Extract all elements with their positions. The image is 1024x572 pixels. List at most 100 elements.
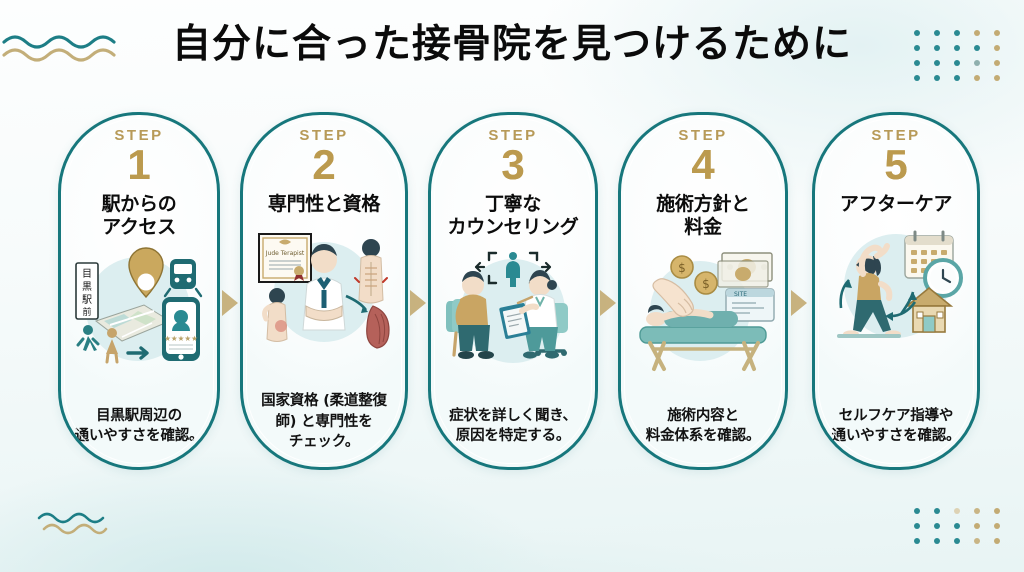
- svg-text:$: $: [678, 261, 686, 275]
- dot: [974, 523, 980, 529]
- step-title-line: アクセス: [102, 216, 176, 239]
- step-card-4[interactable]: STEP 4 施術方針と 料金 $: [618, 112, 788, 470]
- step-description-line: セルフケア指導や: [838, 407, 954, 424]
- dot: [954, 508, 960, 514]
- dot: [934, 60, 940, 66]
- dot: [914, 523, 920, 529]
- svg-text:駅: 駅: [82, 294, 92, 306]
- dot: [954, 60, 960, 66]
- wave-decoration-bottom-left: [36, 508, 108, 542]
- step-description: 症状を詳しく聞き、 原因を特定する。: [439, 406, 587, 447]
- step-number: 5: [884, 141, 908, 188]
- step-word-label: STEP: [678, 127, 728, 144]
- step-title: アフターケア: [834, 193, 958, 216]
- steps-row: STEP 1 駅からの アクセス: [0, 112, 1024, 472]
- step-title: 専門性と資格: [262, 193, 386, 216]
- sparkle-icon: [751, 115, 785, 151]
- dot: [914, 508, 920, 514]
- certificate-doctor-illustration: Jude Terapist: [251, 222, 397, 350]
- sparkle-icon: [183, 115, 217, 151]
- counseling-consultation-illustration: [440, 245, 586, 373]
- svg-text:SITE: SITE: [734, 291, 747, 298]
- dot: [974, 60, 980, 66]
- sparkle-icon: [371, 115, 405, 151]
- step-card-5[interactable]: STEP 5 アフターケア: [812, 112, 980, 470]
- step-title-line: 丁寧な: [484, 192, 542, 215]
- svg-text:★★★★★: ★★★★★: [164, 334, 198, 343]
- svg-text:黒: 黒: [82, 281, 92, 293]
- connector-arrow-4-5: [791, 290, 807, 316]
- svg-text:$: $: [702, 277, 710, 291]
- step-word-label: STEP: [488, 127, 538, 144]
- step-title-line: 専門性と資格: [267, 192, 381, 215]
- dot: [994, 508, 1000, 514]
- svg-text:前: 前: [82, 306, 91, 318]
- dot-grid-top-right: [914, 30, 1000, 81]
- step-description-line: 原因を特定する。: [455, 428, 571, 445]
- step-card-1[interactable]: STEP 1 駅からの アクセス: [58, 112, 220, 470]
- dot: [954, 75, 960, 81]
- step-description: 国家資格 (柔道整復 師) と専門性を チェック。: [251, 391, 397, 453]
- step-title-line: カウンセリング: [447, 216, 579, 239]
- dot: [974, 30, 980, 36]
- dot: [994, 75, 1000, 81]
- step-card-2[interactable]: STEP 2 専門性と資格 Jude Terapist: [240, 112, 408, 470]
- dot: [914, 45, 920, 51]
- dot: [994, 60, 1000, 66]
- step-title-line: 料金: [684, 216, 722, 239]
- step-title-line: 駅からの: [101, 192, 177, 215]
- dot: [914, 30, 920, 36]
- dot: [994, 538, 1000, 544]
- connector-arrow-3-4: [600, 290, 616, 316]
- step-description-line: 国家資格 (柔道整復: [261, 393, 387, 410]
- step-number: 3: [501, 141, 525, 188]
- dot: [954, 30, 960, 36]
- dot: [914, 75, 920, 81]
- step-number: 4: [691, 141, 715, 188]
- treatment-table-money-illustration: $ $ SITE: [630, 245, 776, 373]
- step-title: 施術方針と 料金: [650, 193, 756, 239]
- connector-arrow-2-3: [410, 290, 426, 316]
- step-description-line: 症状を詳しく聞き、: [449, 407, 577, 424]
- dot: [974, 75, 980, 81]
- dot: [934, 523, 940, 529]
- step-description-line: 師) と専門性を: [275, 413, 373, 430]
- step-card-3[interactable]: STEP 3 丁寧な カウンセリング: [428, 112, 598, 470]
- svg-text:Jude Terapist: Jude Terapist: [265, 250, 305, 257]
- step-title: 丁寧な カウンセリング: [442, 193, 585, 239]
- aftercare-stretch-calendar-illustration: [823, 222, 969, 350]
- svg-text:目: 目: [82, 269, 92, 280]
- dot: [994, 45, 1000, 51]
- step-word-label: STEP: [871, 127, 921, 144]
- dot: [934, 30, 940, 36]
- dot: [934, 538, 940, 544]
- step-title-line: アフターケア: [839, 192, 953, 215]
- step-description-line: 料金体系を確認。: [645, 428, 761, 445]
- step-description-line: チェック。: [288, 434, 360, 451]
- dot: [994, 30, 1000, 36]
- dot: [974, 45, 980, 51]
- step-word-label: STEP: [114, 127, 164, 144]
- dot: [954, 45, 960, 51]
- station-access-map-illustration: 目 黒 駅 前 ★★★★★: [66, 245, 212, 373]
- dot: [954, 523, 960, 529]
- dot: [914, 538, 920, 544]
- dot: [974, 538, 980, 544]
- step-title-line: 施術方針と: [656, 192, 750, 215]
- step-description-line: 通いやすさを確認。: [74, 428, 204, 445]
- dot: [914, 60, 920, 66]
- step-description-line: 通いやすさを確認。: [831, 428, 961, 445]
- dot: [934, 75, 940, 81]
- page-title: 自分に合った接骨院を見つけるために: [171, 22, 852, 67]
- connector-arrow-1-2: [222, 290, 238, 316]
- step-description: セルフケア指導や 通いやすさを確認。: [822, 406, 971, 447]
- sparkle-icon: [561, 115, 595, 151]
- step-description: 目黒駅周辺の 通いやすさを確認。: [65, 406, 214, 447]
- step-number: 1: [127, 141, 151, 188]
- step-word-label: STEP: [299, 127, 349, 144]
- step-description-line: 目黒駅周辺の: [96, 407, 182, 424]
- dot-grid-bottom-right: [914, 508, 1000, 544]
- dot: [994, 523, 1000, 529]
- step-number: 2: [312, 141, 336, 188]
